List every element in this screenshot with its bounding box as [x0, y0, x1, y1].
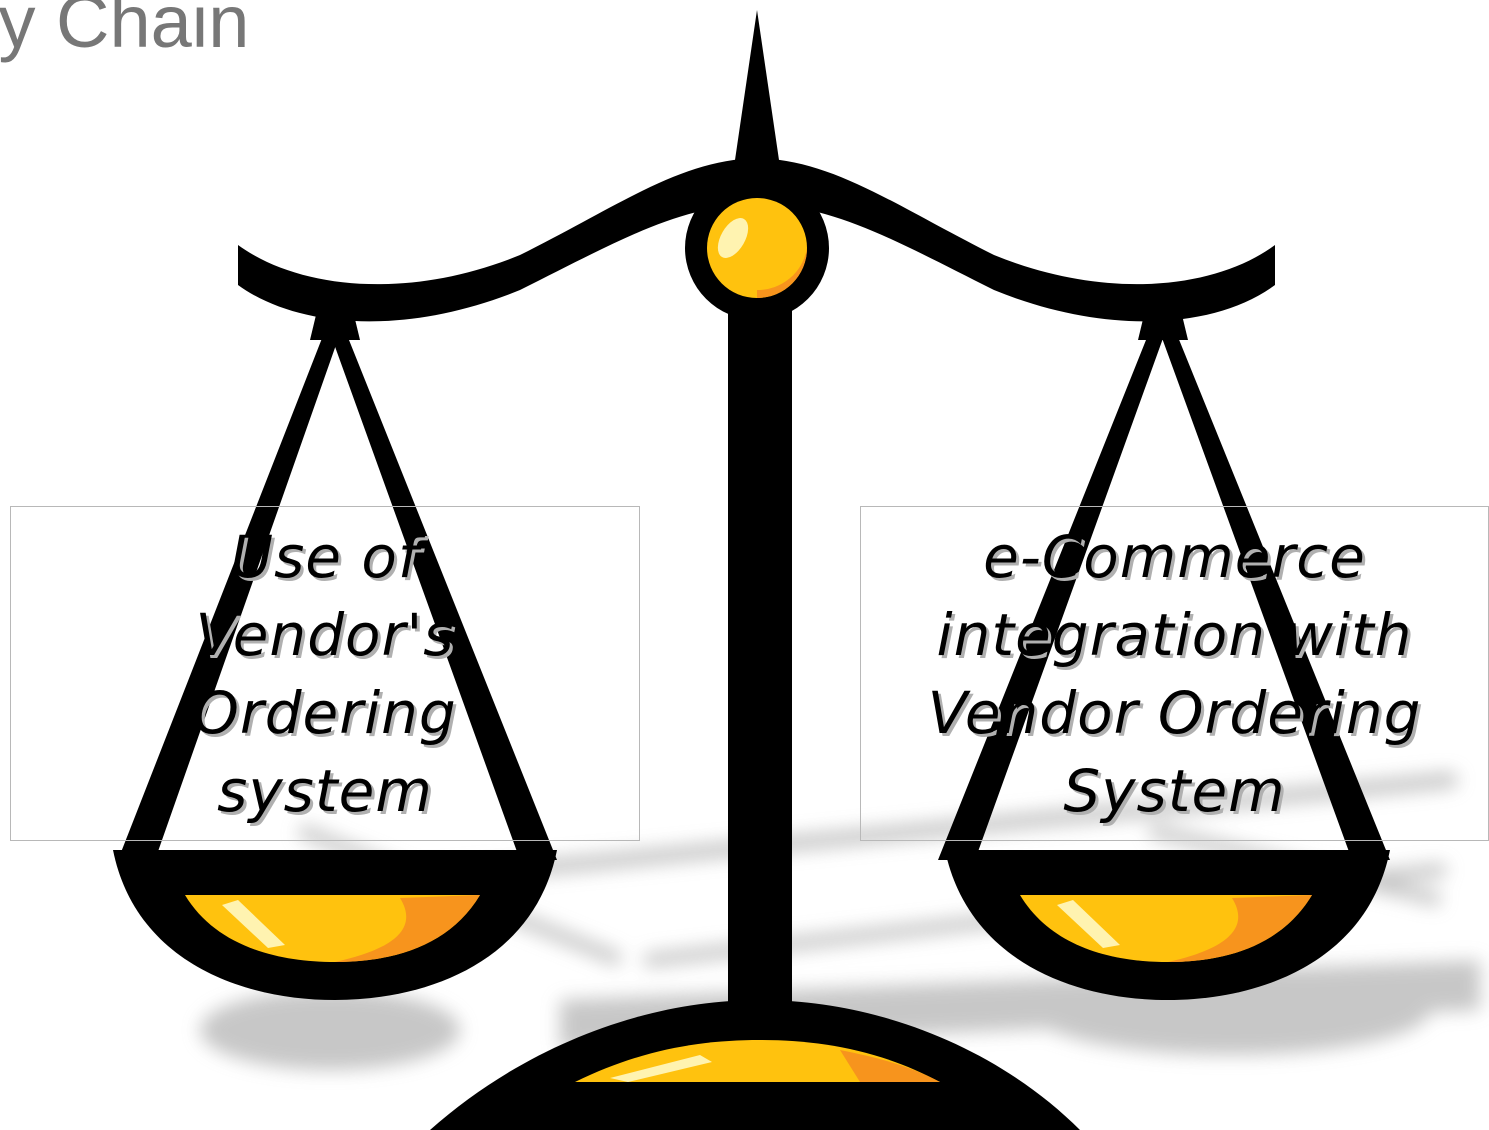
left-pan-strings: [118, 290, 557, 860]
right-pan: [945, 850, 1390, 1000]
scale-beam: [238, 158, 1275, 322]
left-option-box: Use of Vendor's Ordering system: [10, 506, 640, 841]
right-pan-strings: [938, 290, 1390, 860]
scale-spike: [735, 10, 779, 160]
left-pan: [113, 850, 557, 1000]
right-option-box: e-Commerce integration with Vendor Order…: [860, 506, 1489, 841]
left-option-label: Use of Vendor's Ordering system: [193, 522, 457, 825]
scale-post: [728, 240, 792, 1060]
right-option-label: e-Commerce integration with Vendor Order…: [927, 522, 1422, 825]
slide-title: ly Chain: [0, 0, 250, 63]
scale-base: [430, 1000, 1080, 1130]
